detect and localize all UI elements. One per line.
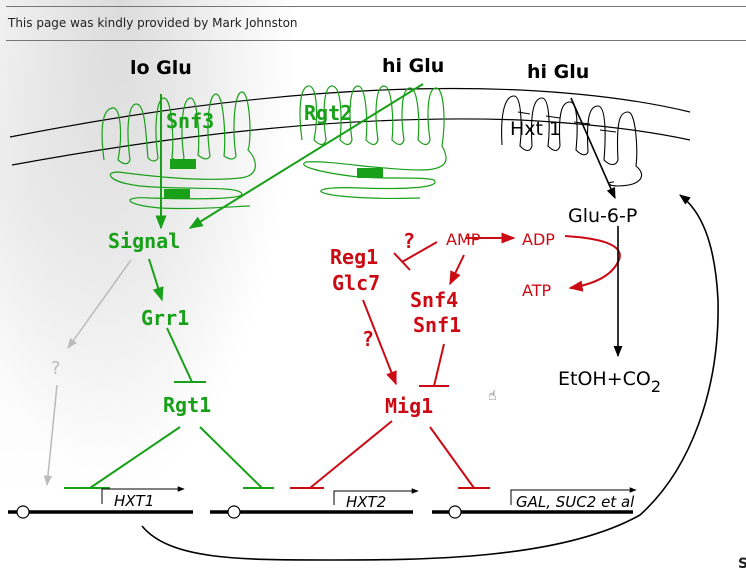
rgt1-inhibits-hxt2 — [199, 426, 263, 489]
snf3-protein — [101, 91, 256, 210]
lo-glu-label: lo Glu — [130, 57, 192, 79]
glu6p-node: Glu-6-P — [568, 205, 637, 227]
snf4-node: Snf4 — [410, 288, 458, 312]
hxt1-feedback-arrow — [141, 194, 719, 561]
hxt1-protein — [501, 95, 642, 187]
glc7-node: Glc7 — [332, 271, 380, 295]
amp-to-snf4-arrow — [449, 254, 465, 286]
grr1-inhibits-rgt1 — [166, 327, 193, 383]
adp-node: ADP — [522, 230, 555, 249]
gal-promoter-circle — [448, 505, 462, 519]
hi-glu-hxt1-label: hi Glu — [527, 61, 589, 83]
gene-hxt2: HXT2 — [346, 493, 386, 511]
unknown-node: ? — [51, 358, 61, 379]
hxt1-transcription-arrow — [101, 486, 185, 504]
snf1-node: Snf1 — [413, 313, 461, 337]
glucose-to-glu6p-arrow — [570, 97, 616, 200]
gene-hxt1: HXT1 — [114, 492, 154, 510]
snf1-inhibits-mig1 — [433, 343, 445, 387]
gray-unknown-pathway — [43, 259, 132, 487]
rgt2-protein — [299, 85, 447, 200]
metabolic-edges — [141, 97, 719, 561]
hi-glu-to-signal-arrow — [188, 83, 424, 229]
hi-glu-rgt2-label: hi Glu — [382, 55, 444, 77]
corner-mark: S — [738, 556, 746, 572]
green-pathway-edges — [64, 83, 424, 489]
grr1-node: Grr1 — [141, 306, 189, 330]
hand-pointer-cursor-icon: ☝ — [488, 388, 497, 404]
bottom-divider — [6, 40, 746, 41]
rgt1-inhibits-hxt1 — [89, 426, 181, 489]
glc7-question-mark: ? — [362, 327, 374, 351]
top-divider — [6, 6, 746, 7]
rgt1-node: Rgt1 — [163, 393, 211, 417]
hxt2-transcription-arrow — [333, 488, 419, 505]
mig1-inhibits-hxt2 — [309, 420, 393, 489]
hxt2-promoter-circle — [227, 505, 241, 519]
snf3-label: Snf3 — [166, 109, 214, 133]
atp-node: ATP — [522, 281, 551, 300]
etoh-node: EtOH+CO2 — [558, 368, 661, 396]
reg1-node: Reg1 — [330, 245, 378, 269]
amp-node: AMP — [446, 230, 481, 249]
adp-to-atp-arrow — [564, 235, 621, 292]
reg1-question-mark: ? — [403, 229, 415, 253]
gal-transcription-arrow — [510, 487, 637, 505]
credit-text: This page was kindly provided by Mark Jo… — [8, 16, 298, 30]
cell-membrane — [9, 87, 691, 166]
amp-inhibits-reg1 — [401, 241, 438, 263]
signal-node: Signal — [108, 229, 180, 253]
hxt1-promoter-circle — [16, 505, 30, 519]
mig1-inhibits-gal — [429, 426, 475, 489]
rgt2-label: Rgt2 — [304, 101, 352, 125]
glc7-to-mig1-arrow — [362, 299, 397, 386]
mig1-node: Mig1 — [385, 394, 433, 418]
dna-strands — [8, 486, 637, 519]
signal-to-grr1-arrow — [148, 258, 164, 302]
red-pathway-edges — [290, 232, 621, 489]
gene-gal-suc2: GAL, SUC2 et al — [516, 493, 635, 511]
hxt1-label: Hxt 1 — [510, 118, 561, 140]
